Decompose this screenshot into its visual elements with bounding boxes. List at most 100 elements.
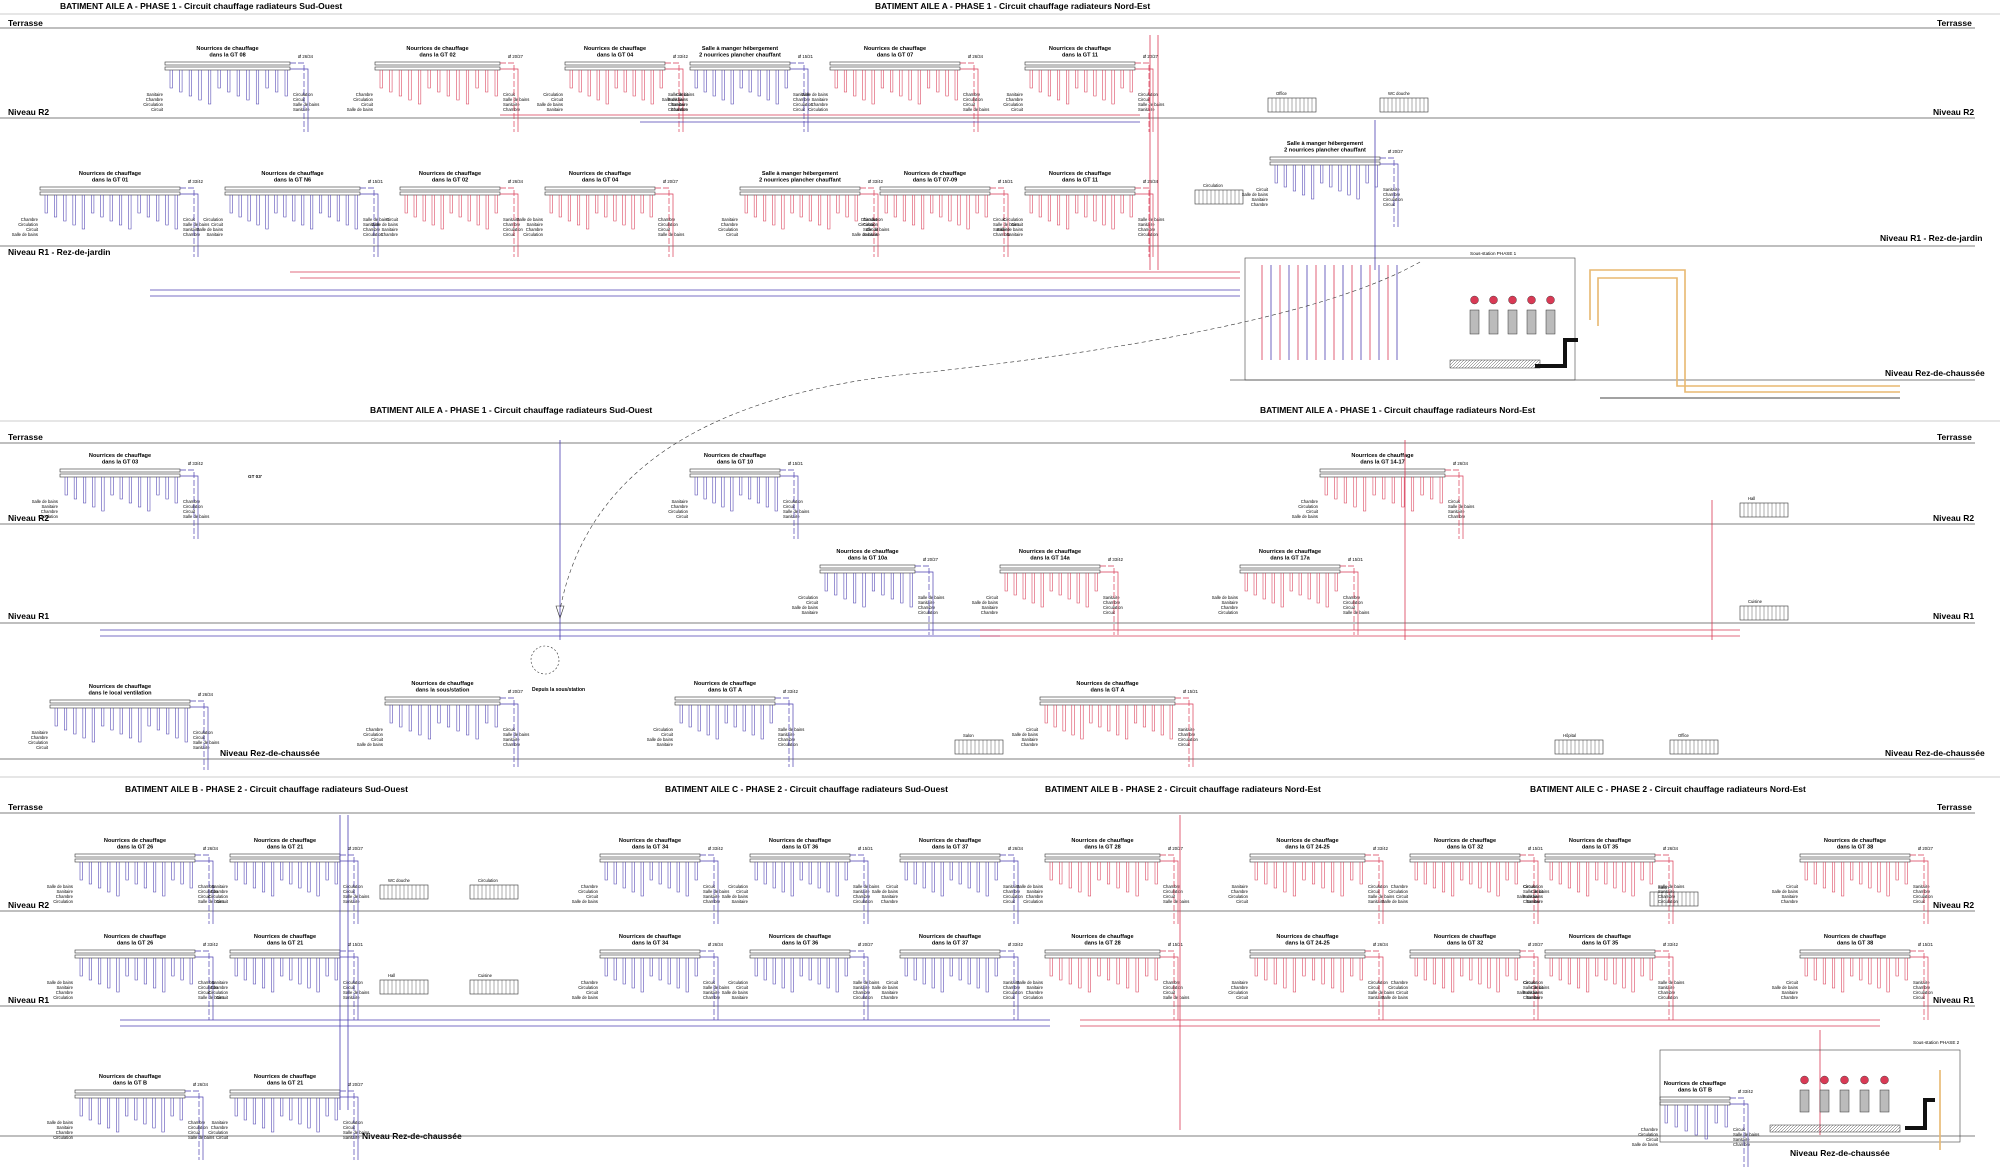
manifold-bar — [1024, 66, 1136, 71]
manifold-bar — [1044, 949, 1161, 954]
s2-level-terrasse-left: Terrasse — [8, 432, 43, 442]
gt03-prime-label: GT 03' — [248, 474, 262, 479]
circuit-loop — [1292, 958, 1296, 993]
riser-pipe — [340, 1096, 359, 1160]
s2-level-r2-right: Niveau R2 — [1933, 513, 1974, 523]
circuit-label: Circuit — [866, 227, 879, 232]
circuit-label: Salle de bains — [572, 899, 598, 904]
circuit-label: Salle de bains — [722, 990, 748, 995]
radiator-icon: Hall — [1739, 496, 1789, 518]
manifold-title: dans la GT A — [1091, 688, 1125, 694]
manifold-bar — [1024, 191, 1136, 196]
riser-pipe — [1135, 187, 1150, 257]
circuit-label: Circuit — [1103, 610, 1116, 615]
circuit-label: Chambre — [1021, 742, 1039, 747]
circuit-label: Salle de bains — [188, 1135, 214, 1140]
circuit-loop — [1363, 477, 1367, 512]
circuit-label: Salle de bains — [1448, 504, 1474, 509]
manifold-bar — [674, 696, 776, 701]
circuit-label: Sanitaire — [811, 97, 828, 102]
circuit-label: Circulation — [1658, 899, 1678, 904]
manifold-bar — [1249, 858, 1366, 863]
circuit-loop — [1254, 958, 1258, 977]
circuit-label: Circulation — [188, 1125, 208, 1130]
circuit-label: Salle de bains — [357, 742, 383, 747]
manifold-title: dans la GT 01 — [92, 178, 128, 184]
circuit-loop — [100, 195, 104, 218]
circuit-loop — [1841, 862, 1845, 897]
circuit-loop — [1273, 862, 1277, 889]
circuit-label: Salle de bains — [863, 227, 889, 232]
circuit-loop — [957, 195, 961, 226]
circuit-loop — [1586, 958, 1590, 993]
circuit-loop — [1886, 958, 1890, 993]
circuit-loop — [143, 862, 147, 889]
circuit-label: Chambre — [211, 985, 229, 990]
circuit-loop — [171, 958, 175, 977]
circuit-label: Chambre — [1391, 980, 1409, 985]
circuit-label: Chambre — [671, 107, 689, 112]
manifold-title: dans la GT 07-09 — [913, 178, 957, 184]
circuit-loop — [1372, 477, 1376, 496]
circuit-label: Salle de bains — [193, 740, 219, 745]
circuit-loop — [632, 70, 636, 97]
riser-pipe — [1655, 950, 1670, 1020]
circuit-label: Sanitaire — [668, 97, 685, 102]
manifold-bar — [1659, 1096, 1731, 1101]
circuit-loop — [1097, 958, 1101, 977]
circuit-loop — [958, 958, 962, 981]
circuit-loop — [911, 195, 916, 226]
circuit-loop — [927, 70, 931, 89]
circuit-loop — [1311, 862, 1316, 885]
circuit-label: Circulation — [578, 985, 598, 990]
circuit-label: Chambre — [853, 990, 871, 995]
circuit-label: Circulation — [208, 1130, 228, 1135]
circuit-loop — [622, 862, 626, 889]
circuit-loop — [976, 862, 980, 893]
circuit-loop — [697, 705, 701, 732]
circuit-label: Sanitaire — [211, 1120, 228, 1125]
circuit-label: Circuit — [586, 894, 599, 899]
s3-level-terrasse-left: Terrasse — [8, 802, 43, 812]
pipe-spec-label: Ø 26/34 — [1663, 846, 1679, 851]
riser-pipe — [340, 860, 359, 924]
circuit-loop — [640, 195, 644, 214]
manifold-bar — [899, 853, 1001, 858]
circuit-loop — [843, 70, 848, 93]
circuit-loop — [404, 195, 408, 214]
manifold-title: Nourrices de chauffage — [1351, 453, 1413, 459]
manifold-title: Nourrices de chauffage — [1569, 934, 1631, 940]
manifold-title: dans la GT 02 — [432, 178, 468, 184]
circuit-loop — [721, 477, 725, 508]
circuit-label: Chambre — [811, 102, 829, 107]
circuit-loop — [1047, 195, 1051, 222]
circuit-loop — [649, 862, 653, 881]
circuit-loop — [98, 958, 102, 985]
circuit-loop — [880, 70, 884, 89]
circuit-loop — [1145, 862, 1149, 881]
circuit-loop — [1280, 573, 1284, 608]
circuit-label: Circuit — [1236, 899, 1249, 904]
circuit-label: Sanitaire — [343, 899, 360, 904]
circuit-loop — [703, 477, 707, 500]
circuit-loop — [98, 862, 102, 889]
manifold-title: Nourrices de chauffage — [254, 1074, 316, 1080]
circuit-loop — [101, 477, 105, 512]
circuit-loop — [1253, 573, 1257, 596]
circuit-loop — [431, 195, 435, 226]
manifold-title: dans la GT 11 — [1062, 53, 1098, 59]
manifold-title: dans la GT 21 — [267, 1081, 303, 1087]
circuit-label: Circuit — [1396, 894, 1409, 899]
circuit-loop — [1311, 165, 1315, 200]
circuit-loop — [271, 958, 275, 993]
circuit-label: Salle de bains — [997, 227, 1023, 232]
circuit-label: Sanitaire — [343, 995, 360, 1000]
circuit-label: Circulation — [668, 107, 688, 112]
manifold-title: dans la GT 21 — [267, 845, 303, 851]
riser-pipe — [915, 571, 934, 635]
s1-level-terrasse-right: Terrasse — [1937, 18, 1972, 28]
manifold-title: Nourrices de chauffage — [254, 838, 316, 844]
